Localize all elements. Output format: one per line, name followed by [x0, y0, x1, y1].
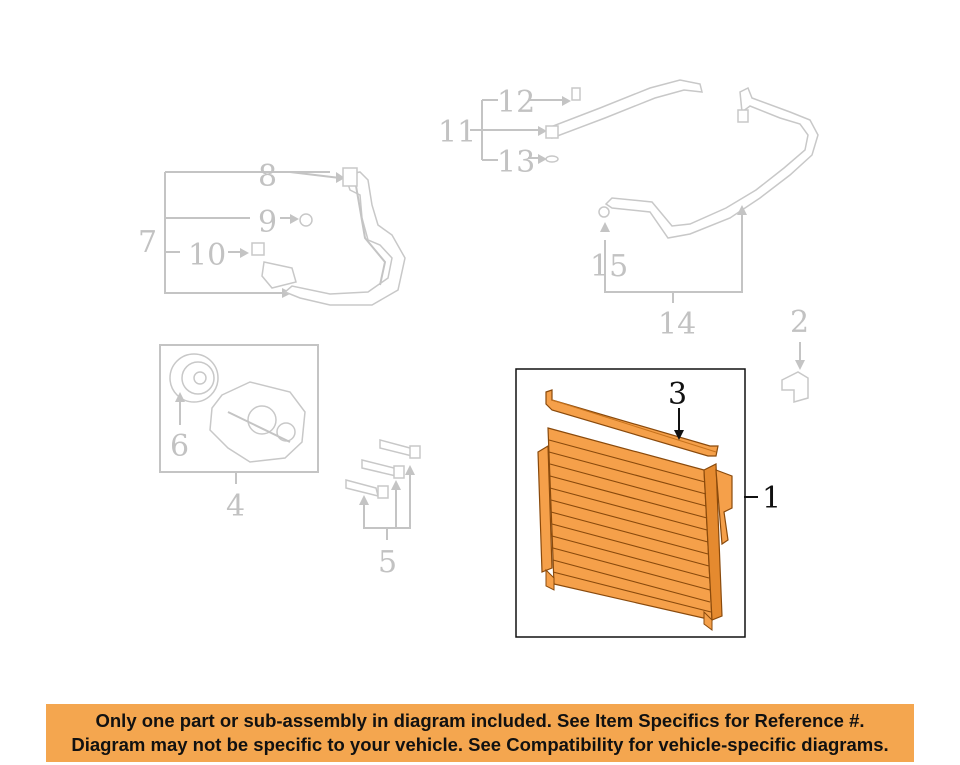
bracket-item-2: 2 [781, 305, 809, 403]
condenser-highlight-box: 3 1 [515, 368, 781, 638]
condenser-item-1 [537, 427, 733, 631]
callout-14: 14 [658, 307, 696, 342]
callout-5: 5 [378, 545, 397, 580]
callout-4: 4 [226, 489, 245, 524]
disclaimer-line-2: Diagram may not be specific to your vehi… [71, 734, 889, 755]
compressor-group-4: 6 4 [159, 344, 319, 524]
highlight-frame [515, 368, 746, 638]
disclaimer-banner: Only one part or sub-assembly in diagram… [46, 704, 914, 762]
callout-9: 9 [258, 205, 277, 240]
parts-diagram: 7 8 9 10 11 12 13 15 14 2 [138, 79, 819, 638]
callout-1: 1 [762, 481, 781, 516]
discharge-line-group-11: 11 12 13 [438, 79, 703, 180]
callout-10: 10 [188, 238, 226, 273]
bolts-group-5: 5 [345, 439, 421, 580]
callout-8: 8 [258, 159, 277, 194]
callout-2: 2 [790, 305, 809, 340]
callout-12: 12 [497, 85, 535, 120]
callout-13: 13 [497, 145, 535, 180]
callout-6: 6 [170, 429, 189, 464]
liquid-line-group-14: 15 14 [590, 86, 819, 342]
callout-15: 15 [590, 249, 628, 284]
disclaimer-line-1: Only one part or sub-assembly in diagram… [95, 710, 865, 731]
callout-11: 11 [438, 115, 476, 150]
hose-assembly-group-7: 7 8 9 10 [138, 159, 406, 306]
callout-7: 7 [138, 225, 157, 260]
callout-3: 3 [668, 377, 687, 412]
